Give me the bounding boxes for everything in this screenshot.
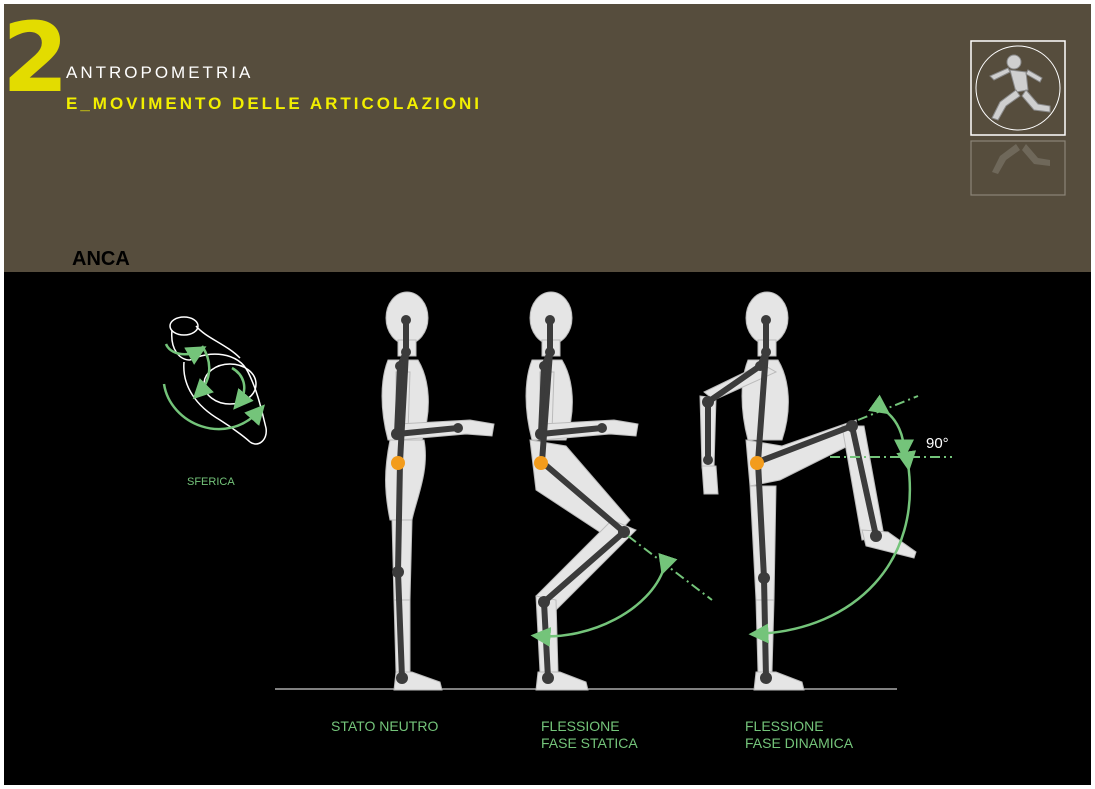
angle-label: 90°	[926, 435, 949, 452]
ninety-degree-arc-arrow	[884, 410, 904, 452]
hip-joint-marker	[534, 456, 548, 470]
joint-type-label: SFERICA	[187, 474, 235, 491]
hip-joint-marker	[391, 456, 405, 470]
flexion-axis-line	[628, 536, 712, 600]
figure-dynamic-flexion	[700, 292, 952, 690]
figure-static-flexion	[526, 292, 712, 690]
figure-neutral	[382, 292, 494, 690]
caption-dynamic-flexion: FLESSIONE FASE DINAMICA	[745, 718, 853, 752]
thigh-axis-line	[858, 396, 918, 420]
caption-neutral: STATO NEUTRO	[331, 718, 438, 735]
hip-joint-marker	[750, 456, 764, 470]
caption-static-flexion: FLESSIONE FASE STATICA	[541, 718, 638, 752]
rotation-arrows	[164, 344, 260, 429]
spherical-joint-illustration	[170, 317, 266, 444]
